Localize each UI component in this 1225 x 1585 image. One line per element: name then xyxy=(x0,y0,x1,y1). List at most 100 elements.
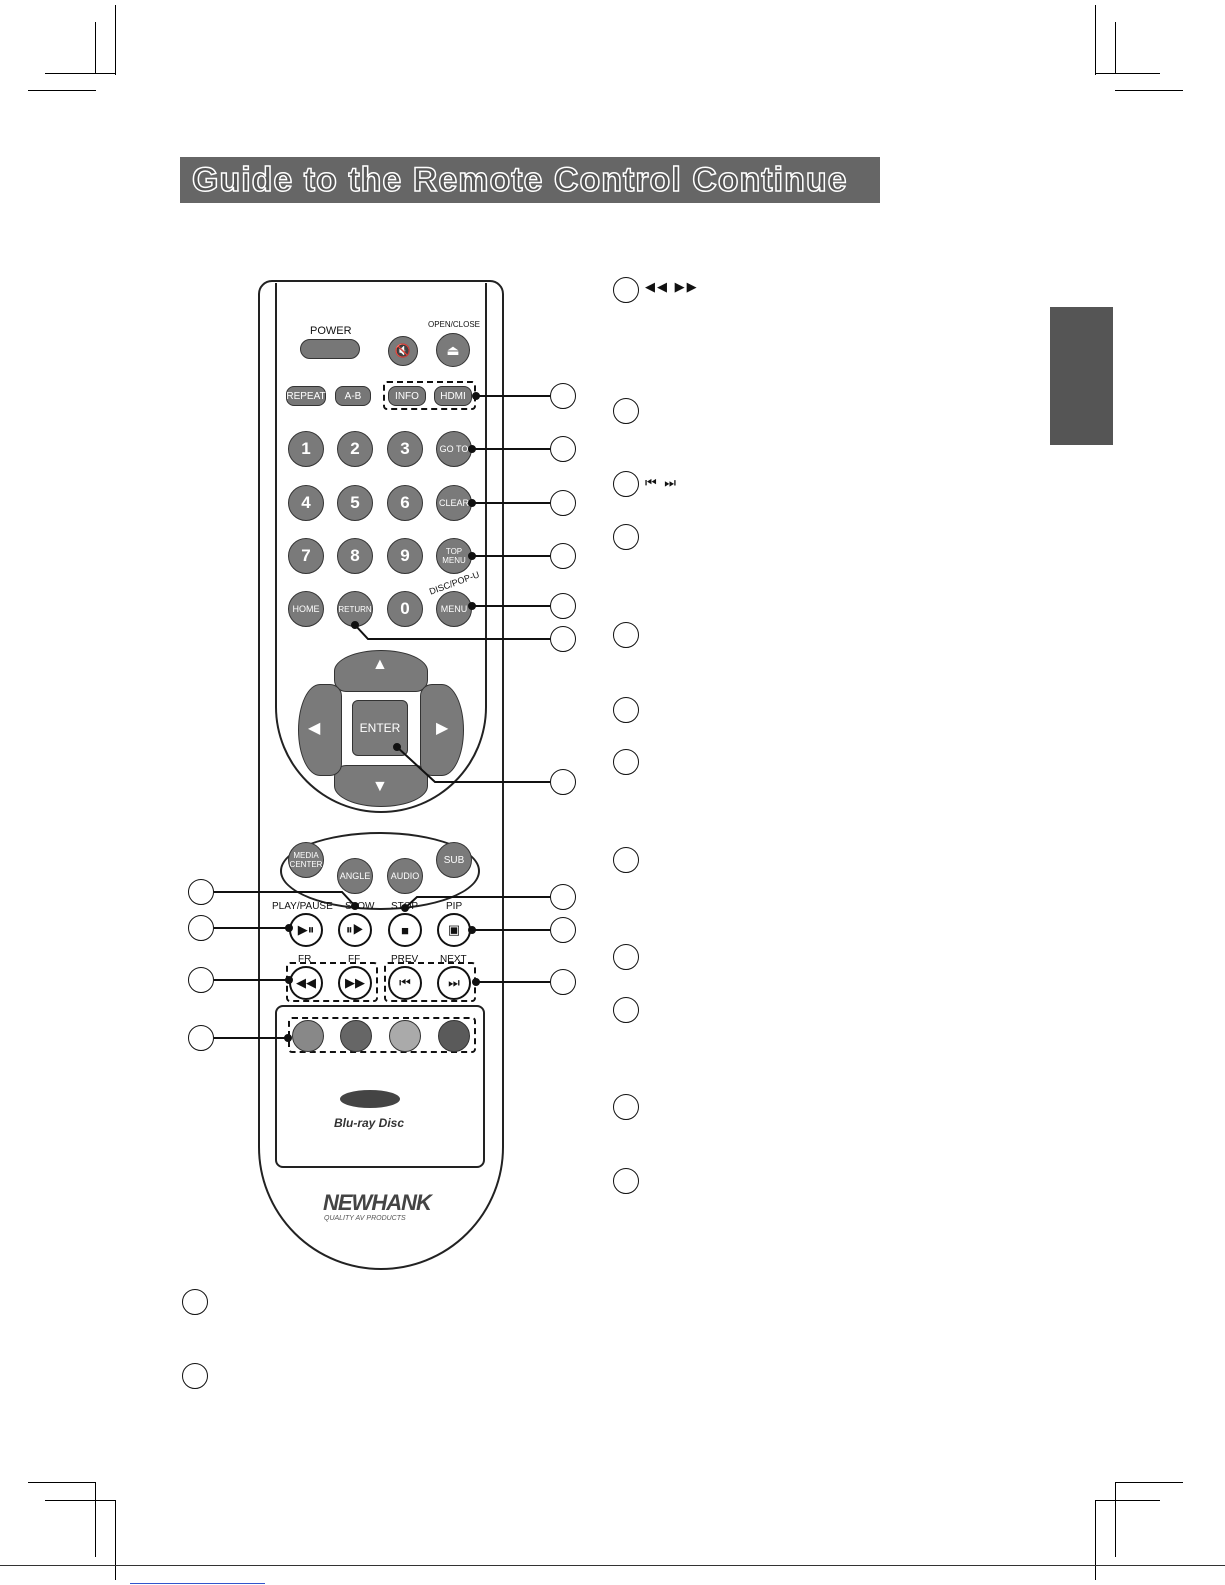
skip-next-icon: ⏭ xyxy=(448,975,460,990)
prev-next-glyphs: ⏮ ⏭ xyxy=(645,475,679,490)
open-close-label: OPEN/CLOSE xyxy=(428,320,481,329)
callout-marker xyxy=(550,626,576,652)
slow-button[interactable]: ⏸▶ xyxy=(338,913,372,947)
arrow-down-icon: ▼ xyxy=(372,778,388,795)
audio-button[interactable]: AUDIO xyxy=(387,858,423,894)
ff-button[interactable]: ▶▶ xyxy=(338,966,372,1000)
next-button[interactable]: ⏭ xyxy=(437,966,471,1000)
callout-marker xyxy=(188,1025,214,1051)
crop-mark xyxy=(1095,73,1160,74)
info-button[interactable]: INFO xyxy=(388,386,426,406)
crop-mark xyxy=(1095,1500,1096,1580)
play-pause-icon: ▶⏸ xyxy=(297,922,315,937)
home-button[interactable]: HOME xyxy=(288,591,324,627)
crop-mark xyxy=(95,1482,96,1557)
arrow-right-icon: ▶ xyxy=(436,720,449,737)
callout-marker xyxy=(613,749,639,775)
num-4-button[interactable]: 4 xyxy=(288,485,324,521)
num-1-button[interactable]: 1 xyxy=(288,431,324,467)
sub-button[interactable]: SUB xyxy=(436,842,472,878)
callout-marker xyxy=(550,383,576,409)
crop-mark xyxy=(1115,1482,1116,1557)
num-2-button[interactable]: 2 xyxy=(337,431,373,467)
crop-mark xyxy=(28,1482,96,1483)
num-9-button[interactable]: 9 xyxy=(387,538,423,574)
fast-forward-icon: ▶▶ xyxy=(345,975,365,990)
red-button[interactable] xyxy=(292,1020,324,1052)
num-3-button[interactable]: 3 xyxy=(387,431,423,467)
dpad-up-button[interactable] xyxy=(334,650,428,692)
callout-marker xyxy=(188,915,214,941)
page-title-bar: Guide to the Remote Control Continue xyxy=(180,157,880,203)
next-label: NEXT xyxy=(440,954,467,965)
dpad-right-button[interactable] xyxy=(420,684,464,776)
callout-marker xyxy=(613,697,639,723)
slow-icon: ⏸▶ xyxy=(345,922,365,937)
lower-panel xyxy=(275,1005,485,1168)
callout-marker xyxy=(550,543,576,569)
play-pause-label: PLAY/PAUSE xyxy=(272,901,333,912)
brand-logo: NEWHANK xyxy=(323,1190,432,1215)
remote-upper-panel xyxy=(275,283,487,813)
function-key-group xyxy=(280,832,480,910)
crop-mark xyxy=(1095,1500,1160,1501)
power-label: POWER xyxy=(310,325,352,337)
num-6-button[interactable]: 6 xyxy=(387,485,423,521)
fr-button[interactable]: ◀◀ xyxy=(289,966,323,1000)
num-0-button[interactable]: 0 xyxy=(387,591,423,627)
arrow-left-icon: ◀ xyxy=(308,720,321,737)
num-7-button[interactable]: 7 xyxy=(288,538,324,574)
callout-marker xyxy=(613,398,639,424)
bluray-logo: Blu-ray Disc xyxy=(334,1116,405,1130)
crop-mark xyxy=(1115,22,1116,74)
crop-mark xyxy=(1115,90,1183,91)
mute-button[interactable]: 🔇 xyxy=(388,336,418,366)
repeat-button[interactable]: REPEAT xyxy=(286,386,326,406)
fr-label: FR xyxy=(298,954,312,965)
callout-marker xyxy=(550,593,576,619)
eject-button[interactable]: ⏏ xyxy=(436,333,470,367)
num-5-button[interactable]: 5 xyxy=(337,485,373,521)
callout-marker xyxy=(550,884,576,910)
skip-previous-icon: ⏮ xyxy=(399,975,411,990)
angle-button[interactable]: ANGLE xyxy=(337,858,373,894)
crop-mark xyxy=(45,1500,115,1501)
bluray-disc-icon xyxy=(340,1090,400,1108)
play-pause-button[interactable]: ▶⏸ xyxy=(289,913,323,947)
pip-icon: ▣ xyxy=(447,922,461,937)
crop-mark xyxy=(115,1500,116,1580)
dpad-down-button[interactable] xyxy=(334,765,428,807)
goto-button[interactable]: GO TO xyxy=(436,431,472,467)
ab-button[interactable]: A-B xyxy=(335,386,371,406)
page-edge xyxy=(0,1565,1225,1566)
prev-button[interactable]: ⏮ xyxy=(388,966,422,1000)
callout-marker xyxy=(613,997,639,1023)
yellow-button[interactable] xyxy=(389,1020,421,1052)
crop-mark xyxy=(1115,1482,1183,1483)
callout-marker xyxy=(182,1289,208,1315)
fr-ff-glyphs: ◀◀ ▶▶ xyxy=(645,279,699,294)
power-button[interactable] xyxy=(300,339,360,359)
menu-button[interactable]: MENU xyxy=(436,591,472,627)
callout-marker xyxy=(613,944,639,970)
page-title: Guide to the Remote Control Continue xyxy=(191,160,848,200)
mute-icon: 🔇 xyxy=(394,343,412,358)
hdmi-button[interactable]: HDMI xyxy=(434,386,472,406)
blue-button[interactable] xyxy=(438,1020,470,1052)
green-button[interactable] xyxy=(340,1020,372,1052)
callout-marker xyxy=(613,622,639,648)
callout-marker xyxy=(550,969,576,995)
crop-mark xyxy=(1095,5,1096,75)
callout-marker xyxy=(613,847,639,873)
stop-button[interactable]: ■ xyxy=(388,913,422,947)
callout-marker xyxy=(550,917,576,943)
callout-marker xyxy=(188,879,214,905)
callout-marker xyxy=(550,490,576,516)
callout-marker xyxy=(550,769,576,795)
top-menu-button[interactable]: TOP MENU xyxy=(436,538,472,574)
num-8-button[interactable]: 8 xyxy=(337,538,373,574)
media-center-button[interactable]: MEDIA CENTER xyxy=(288,842,324,878)
dpad-left-button[interactable] xyxy=(298,684,342,776)
crop-mark xyxy=(115,5,116,75)
